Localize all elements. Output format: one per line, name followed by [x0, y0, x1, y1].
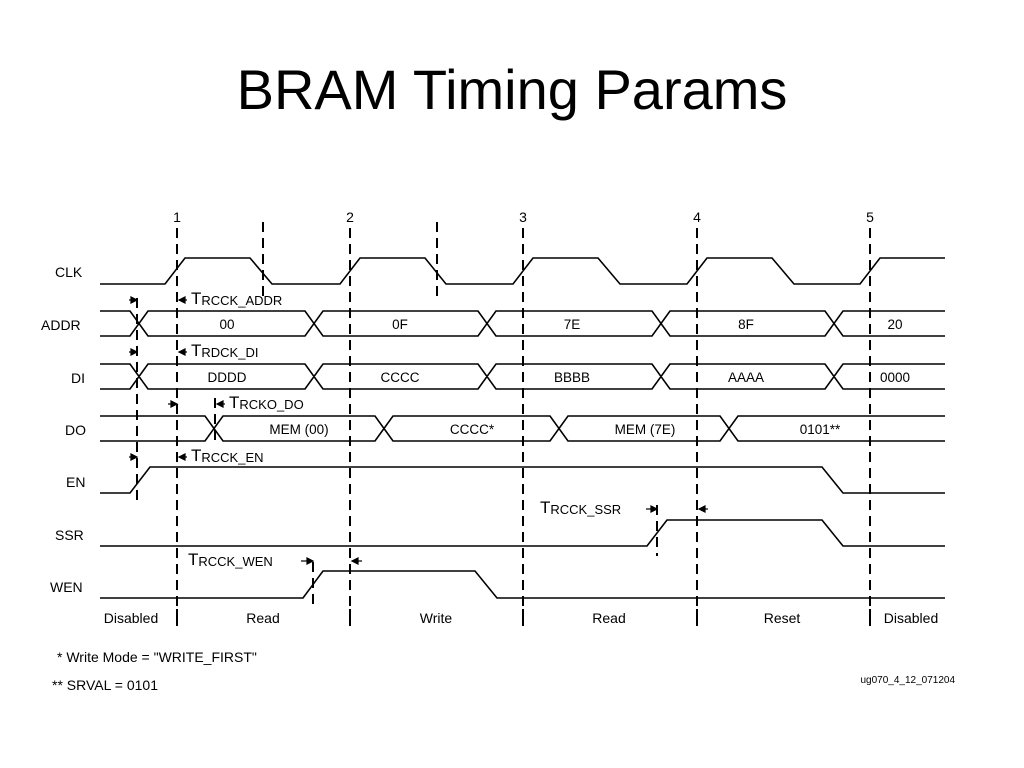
di-value: BBBB: [554, 370, 590, 385]
arrowhead: [215, 400, 224, 408]
param-rdck-di: TRDCK_DI: [191, 341, 258, 360]
signal-label-ssr: SSR: [55, 527, 84, 543]
di-value: CCCC: [381, 370, 420, 385]
addr-value: 7E: [564, 317, 581, 332]
arrowhead: [177, 348, 186, 356]
di-value: DDDD: [208, 370, 247, 385]
param-rcck-ssr: TRCCK_SSR: [540, 498, 621, 517]
do-value: MEM (7E): [615, 422, 676, 437]
signal-label-clk: CLK: [55, 264, 83, 280]
param-subscript: RCCK_EN: [201, 450, 263, 465]
phase-label: Write: [420, 610, 453, 626]
footnote: ** SRVAL = 0101: [52, 677, 158, 693]
signal-label-wen: WEN: [50, 579, 83, 595]
signal-label-do: DO: [65, 422, 86, 438]
clk-waveform: [100, 257, 945, 285]
arrowhead: [650, 505, 659, 513]
signal-label-di: DI: [71, 370, 85, 386]
addr-value: 8F: [738, 317, 754, 332]
figure-id: ug070_4_12_071204: [860, 675, 955, 686]
do-value: 0101**: [800, 422, 841, 437]
di-value: AAAA: [728, 370, 764, 385]
arrowhead: [170, 400, 179, 408]
param-t: T: [191, 289, 201, 308]
arrowhead: [130, 296, 139, 304]
param-subscript: RDCK_DI: [201, 345, 258, 360]
wen-waveform: [100, 570, 945, 599]
ssr-waveform: [100, 519, 945, 547]
di-value: 0000: [880, 370, 910, 385]
param-rcck-addr: TRCCK_ADDR: [191, 289, 282, 308]
param-t: T: [191, 446, 201, 465]
slide-title: BRAM Timing Params: [236, 58, 788, 121]
param-t: T: [188, 550, 198, 569]
arrowhead: [350, 557, 359, 565]
addr-value: 20: [887, 317, 902, 332]
phase-label: Reset: [764, 610, 801, 626]
clock-edge-number: 3: [519, 209, 527, 225]
do-value: MEM (00): [269, 422, 328, 437]
arrowhead: [130, 453, 139, 461]
signal-label-addr: ADDR: [41, 317, 81, 333]
do-bus-waveform: [100, 415, 945, 442]
signal-label-en: EN: [66, 474, 85, 490]
param-subscript: RCKO_DO: [239, 397, 303, 412]
arrowhead: [130, 348, 139, 356]
en-waveform: [100, 466, 945, 494]
param-rcko-do: TRCKO_DO: [229, 393, 304, 412]
arrowhead: [306, 557, 315, 565]
addr-bus-waveform: [100, 310, 945, 337]
param-subscript: RCCK_WEN: [198, 554, 272, 569]
phase-label: Disabled: [884, 610, 938, 626]
phase-label: Read: [592, 610, 625, 626]
param-t: T: [540, 498, 550, 517]
do-value: CCCC*: [450, 422, 495, 437]
clock-edge-number: 1: [173, 209, 181, 225]
clock-edge-number: 5: [866, 209, 874, 225]
arrowhead: [697, 505, 706, 513]
param-t: T: [191, 341, 201, 360]
di-bus-waveform: [100, 363, 945, 390]
footnote: * Write Mode = "WRITE_FIRST": [57, 649, 257, 665]
param-subscript: RCCK_ADDR: [201, 293, 282, 308]
clock-edge-number: 2: [346, 209, 354, 225]
phase-label: Read: [246, 610, 279, 626]
param-subscript: RCCK_SSR: [550, 502, 621, 517]
param-rcck-en: TRCCK_EN: [191, 446, 264, 465]
param-t: T: [229, 393, 239, 412]
addr-value: 00: [219, 317, 234, 332]
param-rcck-wen: TRCCK_WEN: [188, 550, 273, 569]
clock-edge-number: 4: [693, 209, 701, 225]
arrowhead: [177, 453, 186, 461]
addr-value: 0F: [392, 317, 408, 332]
arrowhead: [177, 296, 186, 304]
phase-label: Disabled: [104, 610, 158, 626]
